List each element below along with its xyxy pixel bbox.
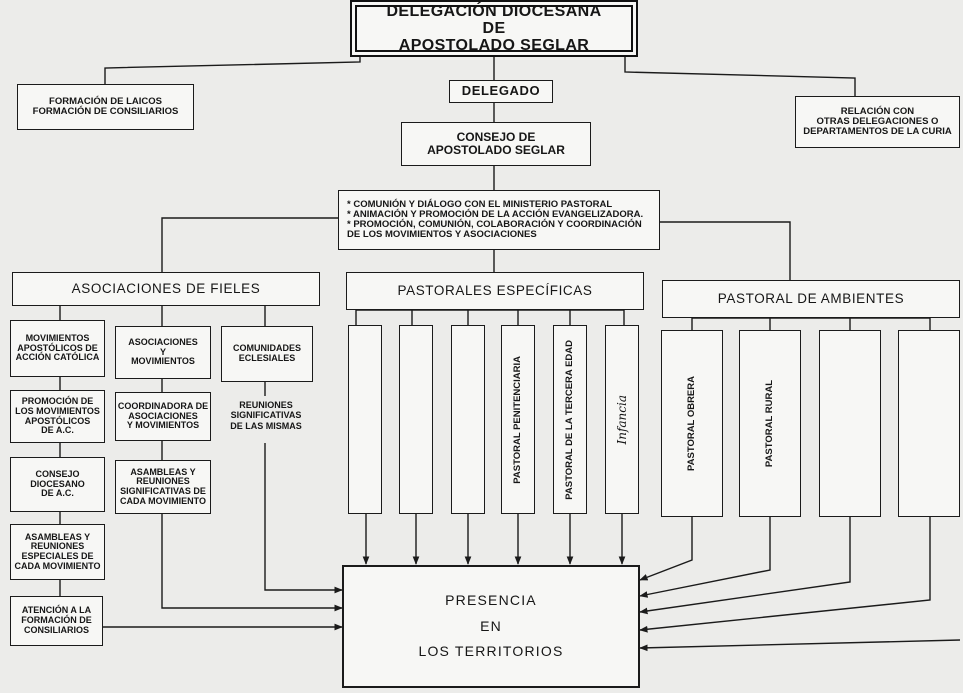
pastoral-especifica-box: PASTORAL PENITENCIARIA xyxy=(501,325,535,514)
pastoral-especifica-box: PASTORAL DE LA TERCERA EDAD xyxy=(553,325,587,514)
pastoral-especifica-label: PASTORAL PENITENCIARIA xyxy=(511,355,523,484)
comunidades-box: COMUNIDADES ECLESIALES xyxy=(221,326,313,382)
pastoral-ambiente-box: PASTORAL OBRERA xyxy=(661,330,723,517)
pastoral-ambiente-label: PASTORAL RURAL xyxy=(763,379,775,468)
pastoral-especifica-label: PASTORAL DE LA TERCERA EDAD xyxy=(563,339,575,500)
formacion-text: FORMACIÓN DE LAICOS FORMACIÓN DE CONSILI… xyxy=(32,95,179,117)
functions-box: COMUNIÓN Y DIÁLOGO CON EL MINISTERIO PAS… xyxy=(338,190,660,250)
pastoral-ambiente-box: PASTORAL RURAL xyxy=(739,330,801,517)
col1-box: MOVIMIENTOS APOSTÓLICOS DE ACCIÓN CATÓLI… xyxy=(10,320,105,377)
consejo-label: CONSEJO DE APOSTOLADO SEGLAR xyxy=(427,130,565,157)
col2-text: ASOCIACIONES Y MOVIMIENTOS xyxy=(128,336,198,367)
formacion-box: FORMACIÓN DE LAICOS FORMACIÓN DE CONSILI… xyxy=(17,84,194,130)
col1-text: MOVIMIENTOS APOSTÓLICOS DE ACCIÓN CATÓLI… xyxy=(15,332,100,363)
presencia-label: PRESENCIA EN LOS TERRITORIOS xyxy=(418,591,564,660)
function-item-text: PROMOCIÓN, COMUNIÓN, COLABORACIÓN Y COOR… xyxy=(347,219,642,241)
col1-box: PROMOCIÓN DE LOS MOVIMIENTOS APOSTÓLICOS… xyxy=(10,390,105,443)
col1-box: CONSEJO DIOCESANO DE A.C. xyxy=(10,457,105,512)
presencia-box: PRESENCIA EN LOS TERRITORIOS xyxy=(342,565,640,688)
section-asociaciones-label: ASOCIACIONES DE FIELES xyxy=(71,280,261,296)
col1-text: ASAMBLEAS Y REUNIONES ESPECIALES DE CADA… xyxy=(14,531,101,571)
col1-text: ATENCIÓN A LA FORMACIÓN DE CONSILIARIOS xyxy=(21,605,92,635)
col2-box: ASOCIACIONES Y MOVIMIENTOS xyxy=(115,326,211,379)
delegado-label: DELEGADO xyxy=(461,83,541,99)
function-item: ANIMACIÓN Y PROMOCIÓN DE LA ACCIÓN EVANG… xyxy=(347,209,647,220)
consejo-box: CONSEJO DE APOSTOLADO SEGLAR xyxy=(401,122,591,166)
col1-text: PROMOCIÓN DE LOS MOVIMIENTOS APOSTÓLICOS… xyxy=(15,396,100,436)
pastoral-ambiente-box xyxy=(898,330,960,517)
delegacion-title-box: DELEGACIÓN DIOCESANA DE APOSTOLADO SEGLA… xyxy=(350,0,638,57)
delegacion-title: DELEGACIÓN DIOCESANA DE APOSTOLADO SEGLA… xyxy=(386,2,602,55)
col1-text: CONSEJO DIOCESANO DE A.C. xyxy=(30,468,85,499)
pastoral-ambiente-label: PASTORAL OBRERA xyxy=(685,375,697,471)
pastoral-especifica-box xyxy=(348,325,382,514)
pastoral-ambiente-box xyxy=(819,330,881,517)
relacion-text: RELACIÓN CON OTRAS DELEGACIONES O DEPART… xyxy=(803,105,952,138)
col1-box: ATENCIÓN A LA FORMACIÓN DE CONSILIARIOS xyxy=(10,596,103,646)
delegado-box: DELEGADO xyxy=(449,80,553,103)
col1-box: ASAMBLEAS Y REUNIONES ESPECIALES DE CADA… xyxy=(10,524,105,580)
col2-box: COORDINADORA DE ASOCIACIONES Y MOVIMIENT… xyxy=(115,392,211,441)
reuniones-significativas-label: REUNIONES SIGNIFICATIVAS DE LAS MISMAS xyxy=(230,400,302,431)
section-ambientes: PASTORAL DE AMBIENTES xyxy=(662,280,960,318)
pastoral-especifica-box xyxy=(399,325,433,514)
section-ambientes-label: PASTORAL DE AMBIENTES xyxy=(717,290,905,306)
pastoral-especifica-label: Infancia xyxy=(614,394,629,445)
functions-list: COMUNIÓN Y DIÁLOGO CON EL MINISTERIO PAS… xyxy=(347,199,647,241)
section-especificas-label: PASTORALES ESPECÍFICAS xyxy=(397,282,593,298)
pastoral-especifica-box xyxy=(451,325,485,514)
function-item: PROMOCIÓN, COMUNIÓN, COLABORACIÓN Y COOR… xyxy=(347,219,647,241)
col2-text: COORDINADORA DE ASOCIACIONES Y MOVIMIENT… xyxy=(117,400,209,431)
pastoral-especifica-box: Infancia xyxy=(605,325,639,514)
reuniones-significativas-text: REUNIONES SIGNIFICATIVAS DE LAS MISMAS xyxy=(218,400,314,431)
relacion-box: RELACIÓN CON OTRAS DELEGACIONES O DEPART… xyxy=(795,96,960,148)
col2-text: ASAMBLEAS Y REUNIONES SIGNIFICATIVAS DE … xyxy=(119,466,206,506)
section-asociaciones: ASOCIACIONES DE FIELES xyxy=(12,272,320,306)
section-especificas: PASTORALES ESPECÍFICAS xyxy=(346,272,644,310)
col2-box: ASAMBLEAS Y REUNIONES SIGNIFICATIVAS DE … xyxy=(115,460,211,514)
comunidades-text: COMUNIDADES ECLESIALES xyxy=(232,343,301,363)
function-item: COMUNIÓN Y DIÁLOGO CON EL MINISTERIO PAS… xyxy=(347,199,647,210)
